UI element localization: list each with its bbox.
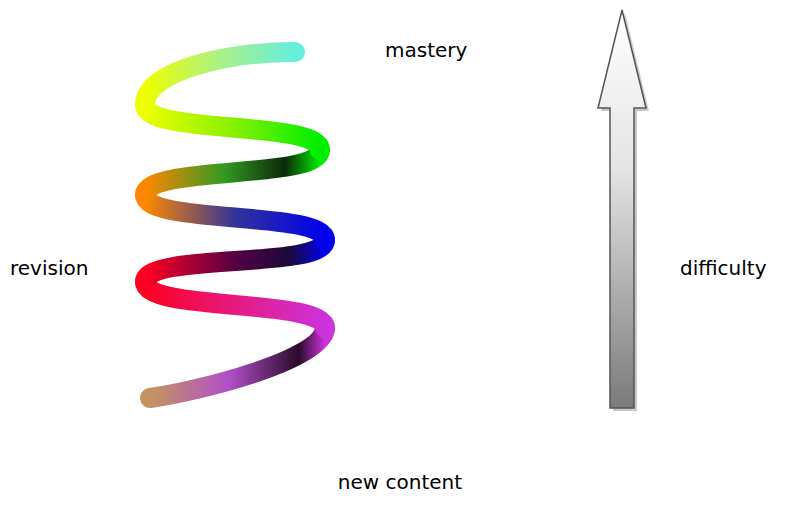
- spiral-coil: [145, 195, 325, 240]
- axis-label: revision: [10, 256, 88, 280]
- spiral-coil: [145, 150, 320, 195]
- axis-label: difficulty: [680, 256, 767, 280]
- spiral-coil: [145, 105, 320, 150]
- spiral-coil: [145, 282, 325, 328]
- axis-label: mastery: [385, 38, 467, 62]
- spiral-coil: [145, 240, 325, 282]
- spiral-coil: [150, 328, 325, 398]
- difficulty-arrow: [598, 10, 646, 408]
- axis-label: new content: [338, 470, 462, 494]
- spiral-coil: [145, 52, 295, 105]
